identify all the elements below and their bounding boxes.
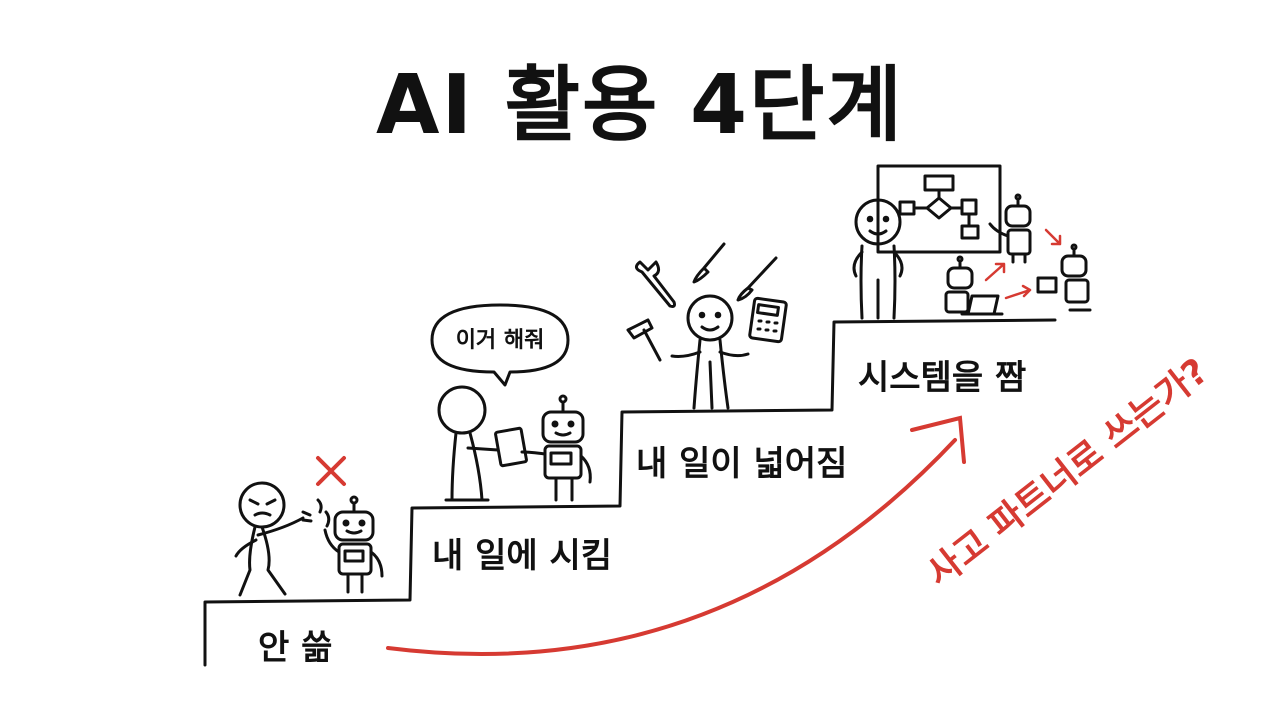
diagram-title: AI 활용 4단계 — [376, 58, 904, 153]
robot-icon — [990, 195, 1030, 262]
cross-mark-icon — [318, 458, 344, 484]
calculator-icon — [749, 298, 786, 342]
motion-lines — [318, 500, 329, 526]
step-label-4: 시스템을 짬 — [858, 358, 1027, 398]
step-label-3: 내 일이 넓어짐 — [636, 444, 848, 484]
staircase-outline — [205, 320, 1055, 665]
robot-step2 — [522, 396, 590, 500]
growth-arrow — [388, 440, 955, 654]
flowchart-board-icon — [878, 166, 1000, 252]
person-architect — [854, 200, 902, 318]
growth-arrowhead — [912, 418, 964, 462]
person-delegating — [439, 387, 498, 500]
speech-bubble-text: 이거 해줘 — [456, 328, 545, 353]
speech-bubble-shape — [432, 305, 568, 385]
flow-arrow — [1046, 230, 1060, 244]
person-juggling — [672, 296, 748, 408]
paintbrush-icon — [694, 244, 724, 282]
wrench-icon — [636, 262, 674, 307]
step-label-1: 안 쓺 — [258, 628, 333, 668]
paintbrush-icon — [738, 258, 776, 300]
flow-arrow — [986, 264, 1004, 280]
hammer-icon — [628, 320, 660, 360]
flow-arrow — [1006, 286, 1030, 298]
laptop-icon — [962, 296, 1002, 314]
robot-icon — [946, 257, 1002, 314]
person-refusing — [236, 483, 311, 595]
document-sheet — [495, 428, 527, 466]
robot-icon — [1038, 245, 1090, 310]
robot-step1 — [325, 497, 382, 592]
step-label-2: 내 일에 시킴 — [432, 536, 613, 576]
